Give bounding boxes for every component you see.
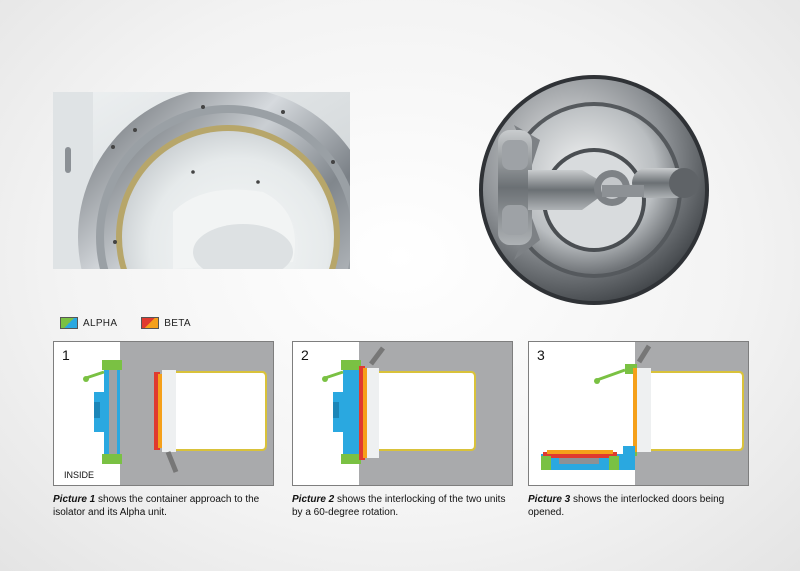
beta-door-illustration [479, 75, 709, 305]
caption-1-title: Picture 1 [53, 494, 96, 505]
beta-container [359, 346, 476, 460]
diagram-panel-2: 2 [292, 341, 513, 486]
diagram-2-graphic [322, 342, 512, 485]
legend-swatch-alpha [60, 317, 78, 329]
caption-3: Picture 3 shows the interlocked doors be… [528, 493, 753, 519]
caption-2-title: Picture 2 [292, 494, 335, 505]
beta-container [154, 370, 267, 473]
caption-2-text: shows the interlocking of the two units … [292, 494, 506, 518]
diagram-panel-1: 1 INSIDE [53, 341, 274, 486]
container-docked [594, 344, 744, 456]
caption-3-title: Picture 3 [528, 494, 571, 505]
panel-number-2: 2 [301, 347, 309, 363]
opened-doors [541, 446, 635, 470]
caption-3-text: shows the interlocked doors being opened… [528, 494, 725, 518]
legend: ALPHA BETA [60, 316, 215, 330]
legend-label-beta: BETA [164, 317, 191, 329]
panel-number-3: 3 [537, 347, 545, 363]
legend-swatch-beta [141, 317, 160, 329]
beta-door-photo [462, 70, 712, 310]
caption-2: Picture 2 shows the interlocking of the … [292, 493, 517, 519]
alpha-unit [83, 360, 122, 464]
diagram-3-graphic [541, 342, 748, 485]
legend-label-alpha: ALPHA [83, 317, 118, 329]
inside-label: INSIDE [64, 470, 95, 480]
diagram-panel-3: 3 [528, 341, 749, 486]
isolator-port-photo [53, 92, 350, 269]
caption-1-text: shows the container approach to the isol… [53, 494, 260, 518]
panel-number-1: 1 [62, 347, 70, 363]
diagram-1-graphic [83, 342, 273, 485]
caption-1: Picture 1 shows the container approach t… [53, 493, 278, 519]
isolator-port-illustration [53, 92, 350, 269]
alpha-unit [322, 360, 361, 464]
